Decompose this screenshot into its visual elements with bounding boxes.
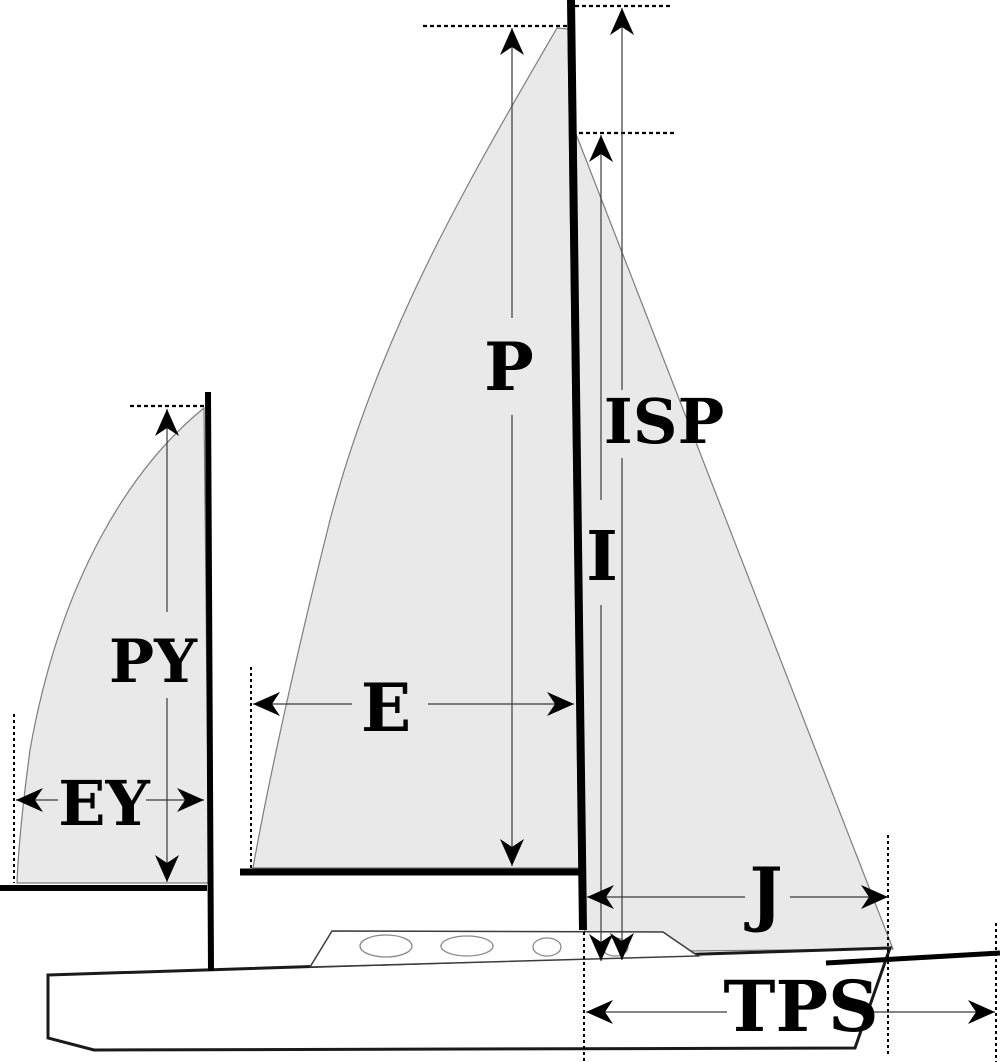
- bowsprit: [825, 950, 1000, 966]
- main-mast: [567, 0, 587, 931]
- mainsail-shape: [252, 27, 580, 869]
- label-py: PY: [109, 627, 198, 697]
- label-i: I: [586, 517, 618, 597]
- label-j: J: [743, 852, 782, 935]
- mizzen-sail-shape: [16, 406, 210, 884]
- label-ey: EY: [58, 767, 150, 840]
- porthole: [440, 935, 494, 957]
- label-isp: ISP: [604, 385, 724, 458]
- porthole: [359, 934, 413, 958]
- mizzen-mast: [205, 391, 214, 972]
- hull: [46, 946, 893, 1052]
- porthole: [601, 937, 629, 957]
- label-e: E: [361, 669, 411, 747]
- porthole: [532, 937, 562, 957]
- jib-sail-shape: [575, 133, 894, 953]
- label-tps: TPS: [723, 965, 878, 1048]
- label-p: P: [484, 328, 534, 406]
